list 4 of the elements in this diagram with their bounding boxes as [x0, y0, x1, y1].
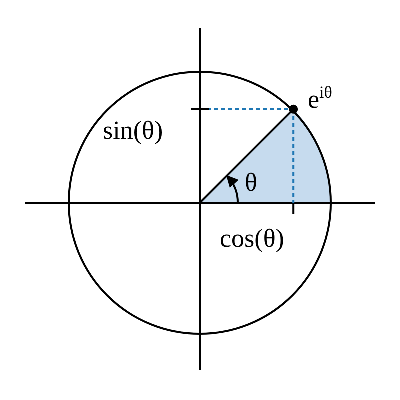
math-label: cos(θ): [220, 226, 284, 252]
math-label: sin(θ): [103, 118, 164, 144]
math-label: e$^{iθ}$: [308, 84, 332, 113]
math-label: θ: [245, 170, 258, 196]
